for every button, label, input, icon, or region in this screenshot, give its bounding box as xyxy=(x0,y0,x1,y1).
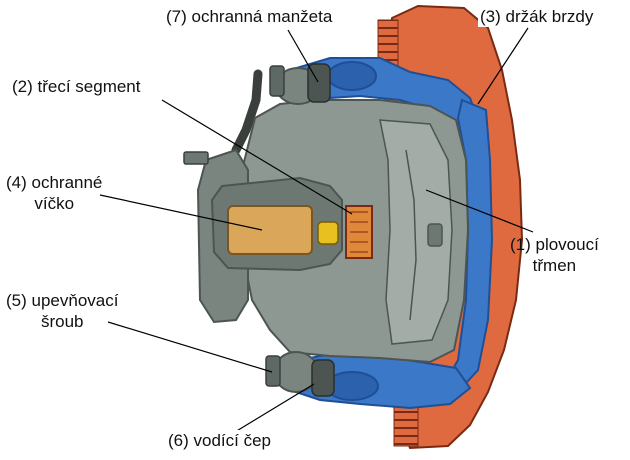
caliper-face-highlight xyxy=(379,119,453,345)
caliper-screw-bottom xyxy=(265,355,281,387)
brake-hose xyxy=(231,69,263,155)
piston-pin xyxy=(317,221,339,245)
caliper-screw-top xyxy=(269,65,285,97)
caliper-slot xyxy=(427,223,443,247)
leader-manzeta xyxy=(287,29,319,83)
label-line-2: šroub xyxy=(40,312,84,331)
label-drzak-brzdy: (3) držák brzdy xyxy=(478,6,596,27)
bleed-nipple xyxy=(183,151,209,165)
leader-trmen xyxy=(425,189,534,233)
label-ochranna-manzeta: (7) ochranná manžeta xyxy=(164,6,335,27)
label-line-1: (1) plovoucí xyxy=(510,235,599,254)
protective-cap xyxy=(227,205,313,255)
guide-pin-boot xyxy=(311,359,335,397)
holder-bolt-top xyxy=(327,61,377,91)
label-line-2: víčko xyxy=(34,194,75,213)
leader-segment xyxy=(161,99,353,215)
label-text: (7) ochranná manžeta xyxy=(166,7,333,26)
leader-cep xyxy=(234,383,315,433)
label-ochranne-vicko: (4) ochranné víčko xyxy=(6,172,102,214)
label-line-2: třmen xyxy=(532,256,577,275)
friction-pad-hatch xyxy=(350,211,368,253)
label-line-1: (4) ochranné xyxy=(6,173,103,192)
leader-vicko xyxy=(99,194,263,231)
caliper-groove xyxy=(405,149,417,321)
label-plovouci-trmen: (1) plovoucí třmen xyxy=(510,234,599,276)
leader-lines xyxy=(99,27,534,433)
label-text: (2) třecí segment xyxy=(12,77,141,96)
leader-sroub xyxy=(107,321,273,373)
label-upevnovaci-sroub: (5) upevňovací šroub xyxy=(6,290,118,332)
leader-drzak xyxy=(477,27,529,105)
label-text: (3) držák brzdy xyxy=(480,7,594,26)
label-text: (6) vodící čep xyxy=(168,431,271,450)
label-vodici-cep: (6) vodící čep xyxy=(166,430,273,451)
brake-holder xyxy=(288,57,494,410)
label-treci-segment: (2) třecí segment xyxy=(10,76,143,97)
label-line-1: (5) upevňovací xyxy=(6,291,119,310)
